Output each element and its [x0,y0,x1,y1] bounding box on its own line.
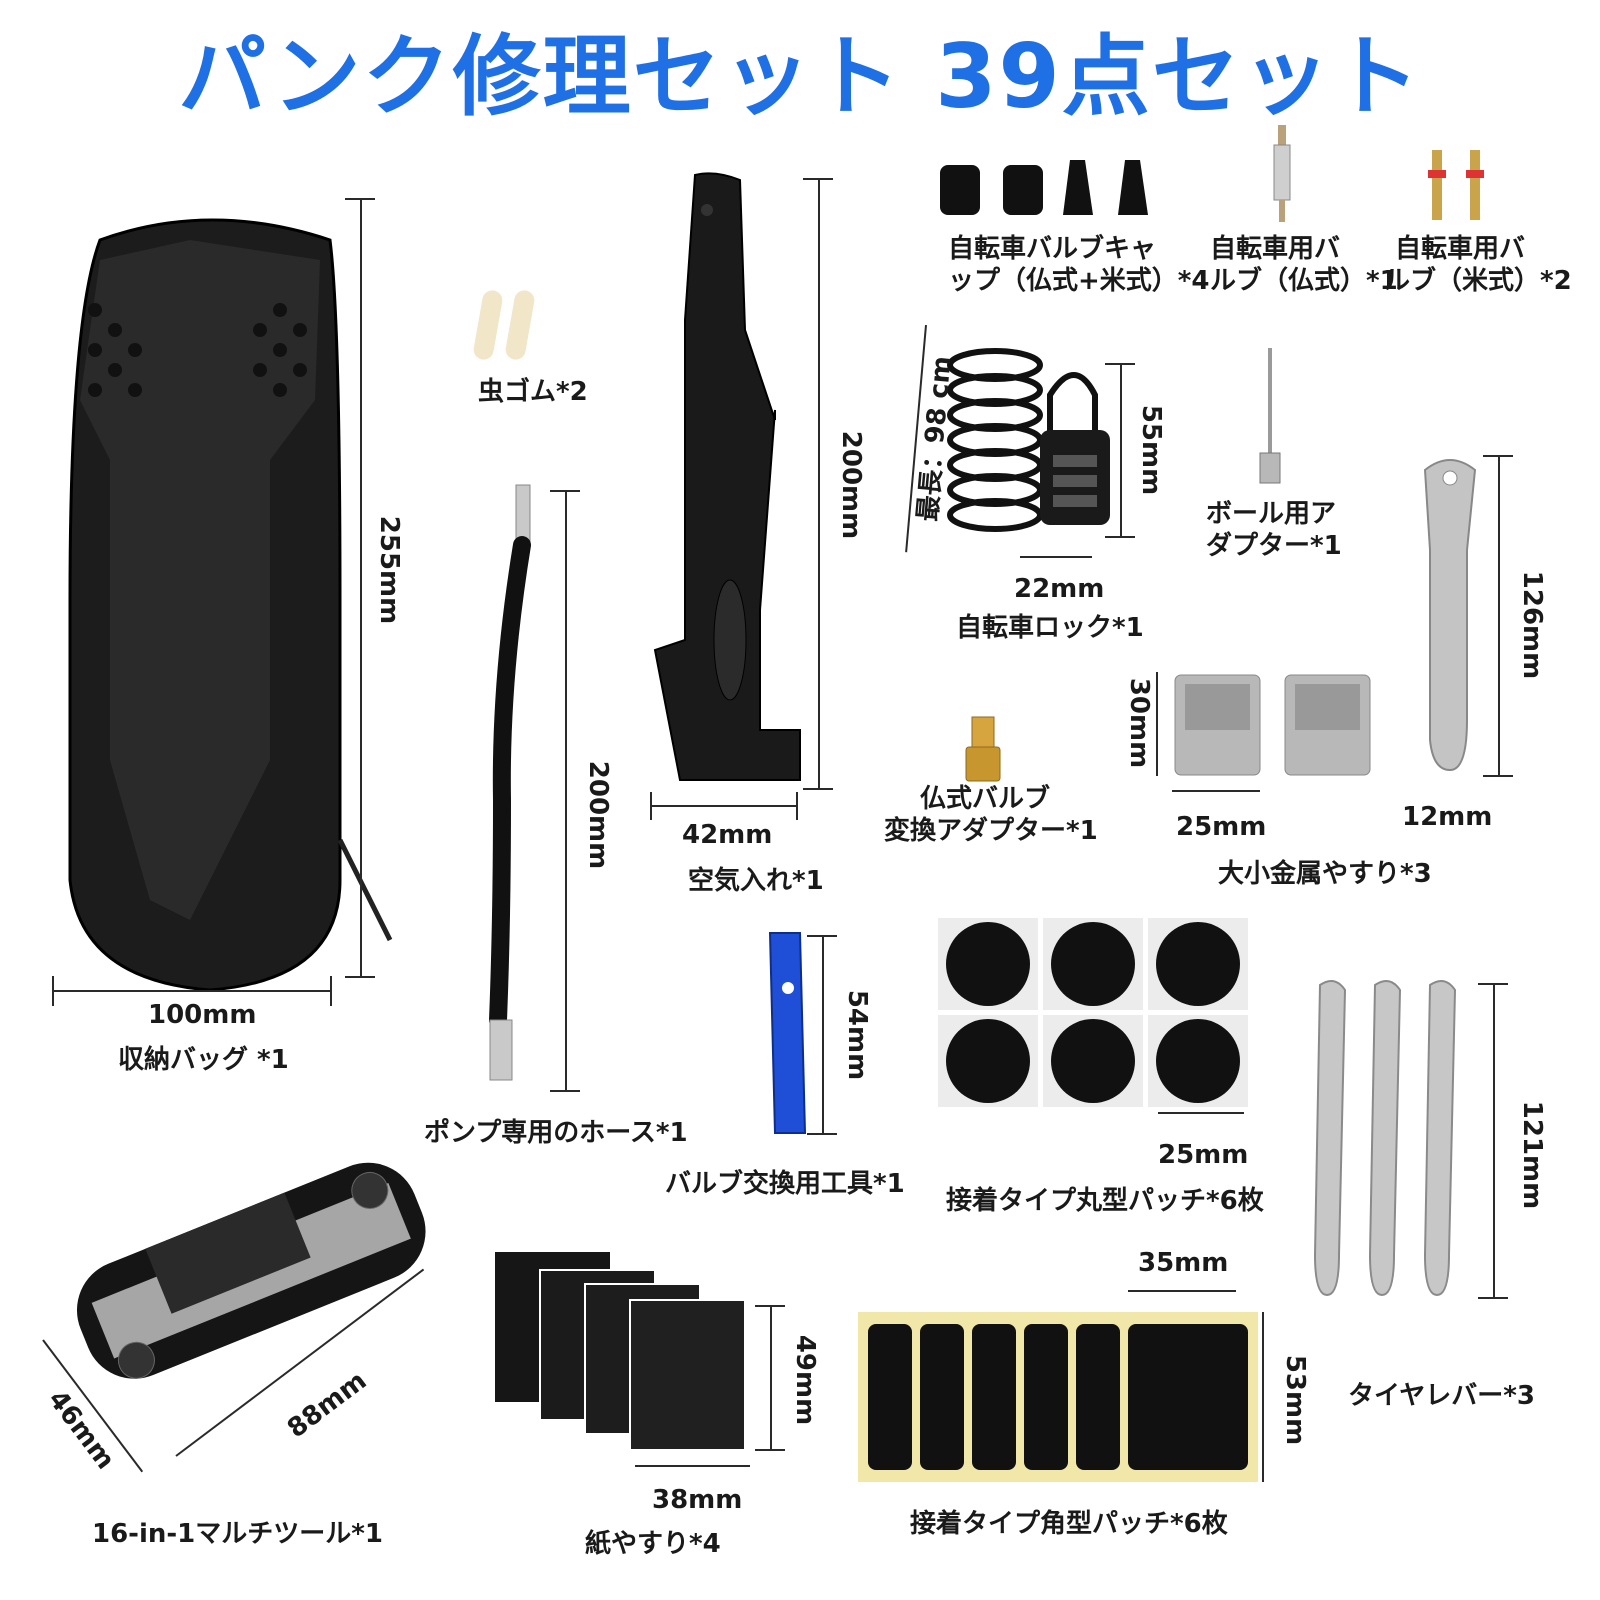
valve-tool-length-cap-bottom [807,1133,837,1135]
pump-height-line [818,178,820,790]
schrader-valves-image [1428,150,1484,220]
rasp-height-line [1156,672,1158,776]
presta-valve-image [1273,125,1291,222]
presta-adapter-label-line2: 変換アダプター*1 [884,816,1098,846]
round-patches-label: 接着タイプ丸型パッチ*6枚 [946,1186,1264,1216]
presta-adapter-label-line1: 仏式バルブ [920,784,1051,814]
square-patches-image [858,1312,1258,1482]
hose-length-cap-top [550,490,580,492]
valve-caps-label-line1: 自転車バルブキャ [948,234,1157,264]
sandpaper-height-line [770,1305,772,1451]
round-patches-image [938,918,1248,1107]
sandpaper-height-label: 49mm [790,1334,821,1426]
square-patch-height-label: 53mm [1280,1354,1311,1446]
lever-width-label: 12mm [1402,802,1493,832]
valve-tool-image [768,932,807,1134]
bag-label: 収納バッグ *1 [118,1045,289,1075]
multitool-label: 16-in-1マルチツール*1 [92,1519,383,1549]
sandpaper-width-line [635,1465,750,1467]
rasp-height-label: 30mm [1124,677,1155,769]
pump-width-cap-left [650,792,652,820]
hose-length-line [565,490,567,1092]
lever-length-cap-bottom [1483,775,1513,777]
schrader-valves-label-line2: ルブ（米式）*2 [1384,266,1572,296]
round-patch-width-label: 25mm [1158,1140,1249,1170]
hose-label: ポンプ専用のホース*1 [424,1118,688,1148]
multitool-image [76,1162,426,1379]
ball-adapter-image [1259,348,1281,484]
bag-height-line [360,198,362,978]
hose-image [489,484,531,1081]
pump-image [653,172,801,781]
sandpaper-width-label: 38mm [652,1485,743,1515]
tire-lever-length-label: 121mm [1517,1100,1548,1210]
sandpaper-image [495,1252,746,1451]
sandpaper-height-cap-bottom [755,1449,785,1451]
pump-height-label: 200mm [836,430,867,540]
bag-height-cap-bottom [345,976,375,978]
pump-width-label: 42mm [682,820,773,850]
bag-width-label: 100mm [148,1000,257,1030]
rasp-width-label: 25mm [1176,812,1267,842]
ball-adapter-label-line2: ダプター*1 [1206,531,1342,561]
lock-width-label: 22mm [1014,574,1105,604]
spoon-lever-image [1423,459,1477,772]
bag-width-cap-right [330,976,332,1006]
bike-lock-image [947,348,1110,532]
bag-height-cap-top [345,198,375,200]
square-patch-width-label: 35mm [1138,1248,1229,1278]
valve-tool-length-cap-top [807,935,837,937]
ball-adapter-label-line1: ボール用ア [1206,499,1337,529]
tire-levers-label: タイヤレバー*3 [1348,1381,1535,1411]
valve-tool-label: バルブ交換用工具*1 [665,1169,905,1199]
pump-height-cap-top [803,178,833,180]
valve-rubber-label: 虫ゴム*2 [478,377,588,407]
pump-width-line [650,805,798,807]
tire-lever-length-cap-bottom [1478,1297,1508,1299]
pump-width-cap-right [796,792,798,820]
round-patch-width-line [1158,1112,1244,1114]
lever-length-line [1498,455,1500,777]
rasp-width-line [1172,790,1260,792]
tire-lever-length-line [1493,983,1495,1299]
page-title: パンク修理セット 39点セット [178,25,1422,128]
lock-height-cap-top [1105,363,1135,365]
valve-rubber-image [473,290,535,360]
metal-rasps-label: 大小金属やすり*3 [1218,859,1432,889]
sandpaper-label: 紙やすり*4 [585,1529,721,1559]
pump-label: 空気入れ*1 [688,866,824,896]
bag-width-cap-left [52,976,54,1006]
valve-tool-length-label: 54mm [842,989,873,1081]
tire-levers-image [1313,980,1457,1297]
square-patch-width-line [1128,1290,1236,1292]
storage-bag-image [68,218,393,992]
sandpaper-height-cap-top [755,1305,785,1307]
square-patches-label: 接着タイプ角型パッチ*6枚 [910,1509,1228,1539]
lock-height-label: 55mm [1136,404,1167,496]
lever-length-cap-top [1483,455,1513,457]
hose-length-cap-bottom [550,1090,580,1092]
bag-height-label: 255mm [374,515,405,625]
valve-tool-length-line [822,935,824,1135]
presta-valve-label-line1: 自転車用バ [1210,234,1341,264]
tire-lever-length-cap-top [1478,983,1508,985]
metal-rasps-image [1174,674,1371,776]
square-patch-height-line [1262,1312,1264,1482]
bike-lock-label: 自転車ロック*1 [956,613,1144,643]
hose-length-label: 200mm [583,760,614,870]
schrader-valves-label-line1: 自転車用バ [1395,234,1526,264]
presta-valve-label-line2: ルブ（仏式）*1 [1210,266,1398,296]
presta-adapter-image [965,716,1001,782]
valve-caps-label-line2: ップ（仏式+米式）*4 [948,266,1210,296]
valve-caps-image [940,160,1148,215]
lock-height-line [1120,363,1122,538]
lock-height-cap-bottom [1105,536,1135,538]
lock-width-line [1020,556,1092,558]
bag-width-line [52,990,332,992]
lever-length-label: 126mm [1517,570,1548,680]
pump-height-cap-bottom [803,788,833,790]
